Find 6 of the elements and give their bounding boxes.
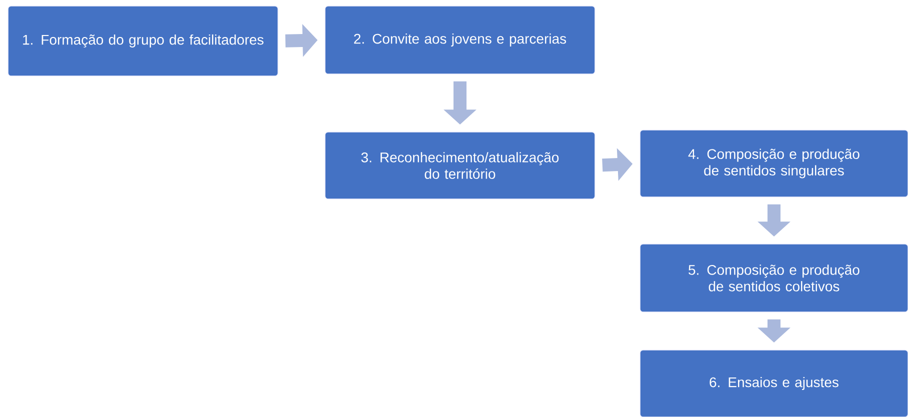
process-box: 6. Ensaios e ajustes [640,350,908,417]
process-box: 1. Formação do grupo de facilitadores [8,6,278,76]
process-box: 4. Composição e produção de sentidos singulares [640,130,908,198]
process-box: 5. Composição e produção de sentidos coletivos [640,244,908,312]
process-box: 3. Reconhecimento/atualização do território [324,132,596,200]
process-box: 2. Convite aos jovens e parcerias [324,6,596,74]
